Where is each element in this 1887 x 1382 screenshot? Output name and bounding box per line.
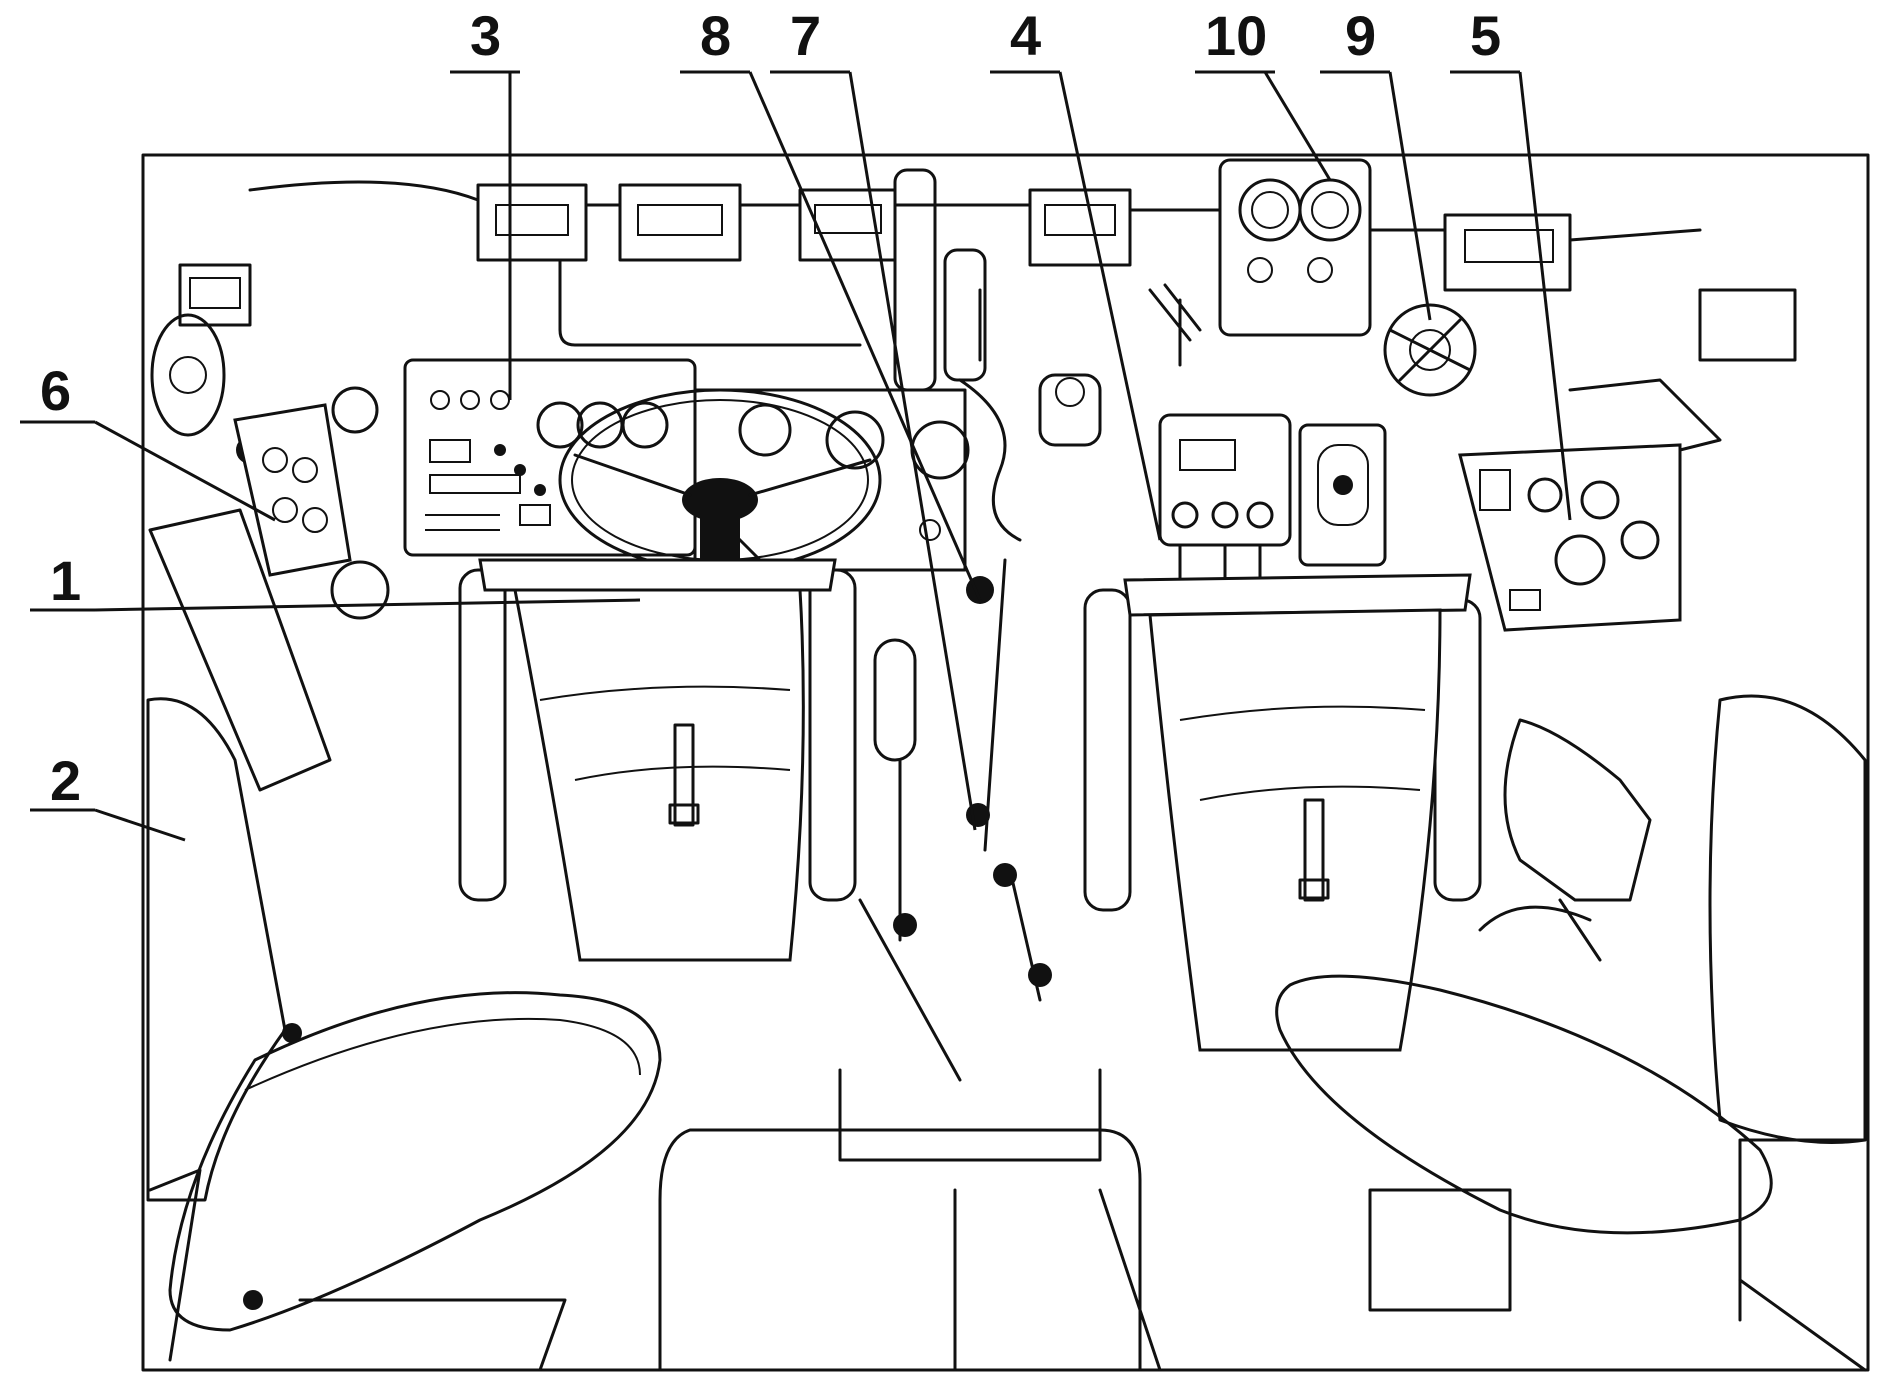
callout-label: 10 <box>1205 4 1267 67</box>
driver-instrument-panel <box>403 358 697 557</box>
callout-label: 5 <box>1470 4 1501 67</box>
callout-5: 5 <box>1450 4 1572 521</box>
periscope-block <box>618 183 742 262</box>
callout-label: 9 <box>1345 4 1376 67</box>
periscope-block <box>1698 288 1797 362</box>
callout-3: 3 <box>450 4 520 400</box>
driver-seat-cushion <box>146 697 662 1372</box>
callout-4: 4 <box>990 4 1162 541</box>
periscope-block <box>178 263 252 327</box>
commander-seat-back <box>1083 573 1482 1052</box>
callout-label: 7 <box>790 4 821 67</box>
callout-label: 4 <box>1010 4 1041 67</box>
callout-label: 6 <box>40 359 71 422</box>
driver-seat-back <box>458 558 857 962</box>
callout-1: 1 <box>30 549 641 612</box>
commander-control-box <box>1158 413 1387 582</box>
callout-9: 9 <box>1320 4 1432 321</box>
frame <box>141 153 1870 1372</box>
commander-seat-cushion <box>1275 694 1867 1372</box>
callout-6: 6 <box>20 359 276 522</box>
callout-label: 1 <box>50 549 81 612</box>
callout-10: 10 <box>1195 4 1332 181</box>
ventilation-fan <box>1383 303 1477 397</box>
callout-8: 8 <box>680 4 982 601</box>
center-pipes <box>893 168 1102 542</box>
radio-intercom-unit <box>1148 158 1372 342</box>
callout-label: 2 <box>50 749 81 812</box>
callout-label: 3 <box>470 4 501 67</box>
callout-2: 2 <box>30 749 186 842</box>
periscope-block <box>476 183 588 262</box>
right-side-panel <box>1458 378 1722 632</box>
periscope-block <box>1443 213 1572 292</box>
left-side-panel <box>148 386 390 792</box>
periscope-block <box>1028 188 1132 267</box>
periscope-row <box>178 180 1797 367</box>
callout-7: 7 <box>770 4 977 831</box>
callout-label: 8 <box>700 4 731 67</box>
